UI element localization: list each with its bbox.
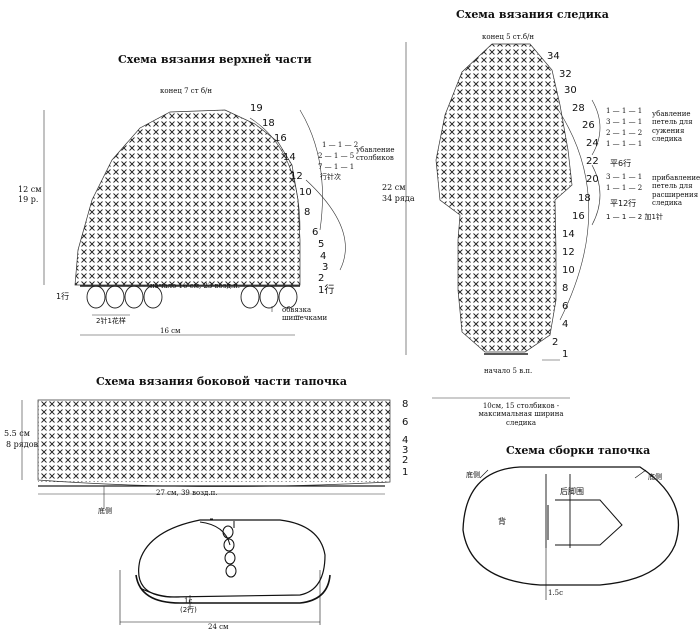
sole-decrease-formula-3: 2 — 1 — 2 xyxy=(606,129,643,137)
sole-decrease-formula-4: 1 — 1 — 1 xyxy=(606,140,643,148)
sole-row-10: 10 xyxy=(562,265,575,276)
top-row-first: 1行 xyxy=(56,292,70,301)
side-height-cm: 5.5 см xyxy=(4,429,30,438)
sole-height-cm: 22 см xyxy=(382,183,406,192)
side-part-title: Схема вязания боковой части тапочка xyxy=(96,375,347,388)
top-end-label: конец 7 ст б/н xyxy=(160,87,213,95)
sole-row-14: 14 xyxy=(562,229,575,240)
top-part-chart xyxy=(43,109,346,336)
sole-row-34: 34 xyxy=(547,51,560,62)
side-row-1: 1 xyxy=(402,467,409,478)
side-row-8: 8 xyxy=(402,399,409,410)
sole-part-title: Схема вязания следика xyxy=(456,8,609,21)
slipper-row-label: 1c xyxy=(184,597,193,605)
top-row-18: 18 xyxy=(262,118,275,129)
top-row-19: 19 xyxy=(250,103,263,114)
sole-row-16: 16 xyxy=(572,211,585,222)
side-start-label: 27 см, 39 возд.п. xyxy=(156,489,218,497)
sole-increase-formula-2: 1 — 1 — 2 xyxy=(606,184,643,192)
sole-row-2: 2 xyxy=(552,337,559,348)
sole-decrease-formula-2: 3 — 1 — 1 xyxy=(606,118,643,126)
top-row-10: 10 xyxy=(299,187,312,198)
top-edging-label: обвязка шишечками xyxy=(282,306,328,323)
assembly-heel-label: 后脚围 xyxy=(560,487,584,496)
sole-part-chart xyxy=(405,42,601,399)
sole-row-6: 6 xyxy=(562,301,569,312)
assembly-sole-left: 底侧 xyxy=(466,471,480,479)
sole-row-28: 28 xyxy=(572,103,585,114)
top-row-6: 6 xyxy=(312,227,319,238)
top-row-4: 4 xyxy=(320,251,327,262)
top-repeat-label: 2针1花样 xyxy=(96,317,126,325)
sole-row-32: 32 xyxy=(559,69,572,80)
sole-decrease-label: убавление петель для сужения следика xyxy=(652,110,693,144)
top-row-5: 5 xyxy=(318,239,325,250)
top-decrease-note: 行针次 xyxy=(320,173,341,181)
assembly-sole-right: 底侧 xyxy=(648,473,662,481)
slipper-length-label: 24 см xyxy=(208,623,229,631)
slipper-illustration xyxy=(119,518,331,625)
sole-height-rows: 34 ряда xyxy=(382,194,415,203)
side-part-chart xyxy=(21,399,391,508)
top-decrease-formula-3: 7 — 1 — 1 xyxy=(318,163,355,171)
assembly-diagram xyxy=(462,466,679,600)
sole-flat-bottom: 平12行 xyxy=(610,199,637,208)
top-row-2: 2 xyxy=(318,273,325,284)
top-width-label: 16 см xyxy=(160,327,181,335)
top-decrease-formula-1: 1 — 1 — 2 xyxy=(322,141,359,149)
side-row-2: 2 xyxy=(402,455,409,466)
sole-row-26: 26 xyxy=(582,120,595,131)
sole-row-20: 20 xyxy=(586,174,599,185)
top-start-label: начало 16 см, 23 возд.п. xyxy=(150,282,241,290)
sole-row-first: 1 xyxy=(562,349,569,360)
top-row-16: 16 xyxy=(274,133,287,144)
assembly-title: Схема сборки тапочка xyxy=(506,444,651,457)
assembly-back-label: 背 xyxy=(498,517,506,526)
top-row-3: 3 xyxy=(322,262,329,273)
top-decrease-label: убавление столбиков xyxy=(356,146,395,163)
top-row-12: 12 xyxy=(290,171,303,182)
sole-extra-formula: 1 — 1 — 2 加1针 xyxy=(606,213,663,221)
top-height-rows: 19 р. xyxy=(18,195,39,204)
sole-row-24: 24 xyxy=(586,138,599,149)
sole-row-18: 18 xyxy=(578,193,591,204)
top-decrease-formula-2: 2 — 1 — 5 xyxy=(318,152,355,160)
sole-row-22: 22 xyxy=(586,156,599,167)
slipper-row-sub: (2行) xyxy=(180,606,197,614)
side-bottom-label: 底侧 xyxy=(98,507,112,515)
sole-row-12: 12 xyxy=(562,247,575,258)
sole-flat-top: 平6行 xyxy=(610,159,632,168)
side-row-3: 3 xyxy=(402,445,409,456)
side-height-rows: 8 рядов xyxy=(6,440,39,449)
top-row-8: 8 xyxy=(304,207,311,218)
sole-increase-label: прибавление петель для расширения следик… xyxy=(652,174,700,208)
sole-row-30: 30 xyxy=(564,85,577,96)
sole-end-label: конец 5 ст.б/н xyxy=(482,33,535,41)
sole-row-4: 4 xyxy=(562,319,569,330)
top-part-title: Схема вязания верхней части xyxy=(118,53,312,66)
side-row-6: 6 xyxy=(402,417,409,428)
sole-start-label: начало 5 в.п. xyxy=(484,367,533,375)
assembly-margin-label: 1.5c xyxy=(548,589,564,597)
sole-width-label: 10см, 15 столбиков - максимальная ширина… xyxy=(478,402,564,427)
sole-row-8: 8 xyxy=(562,283,569,294)
sole-increase-formula-1: 3 — 1 — 1 xyxy=(606,173,643,181)
top-row-1: 1行 xyxy=(318,285,335,296)
top-height-cm: 12 см xyxy=(18,185,42,194)
side-row-4: 4 xyxy=(402,435,409,446)
sole-decrease-formula-1: 1 — 1 — 1 xyxy=(606,107,643,115)
top-row-14: 14 xyxy=(283,152,296,163)
